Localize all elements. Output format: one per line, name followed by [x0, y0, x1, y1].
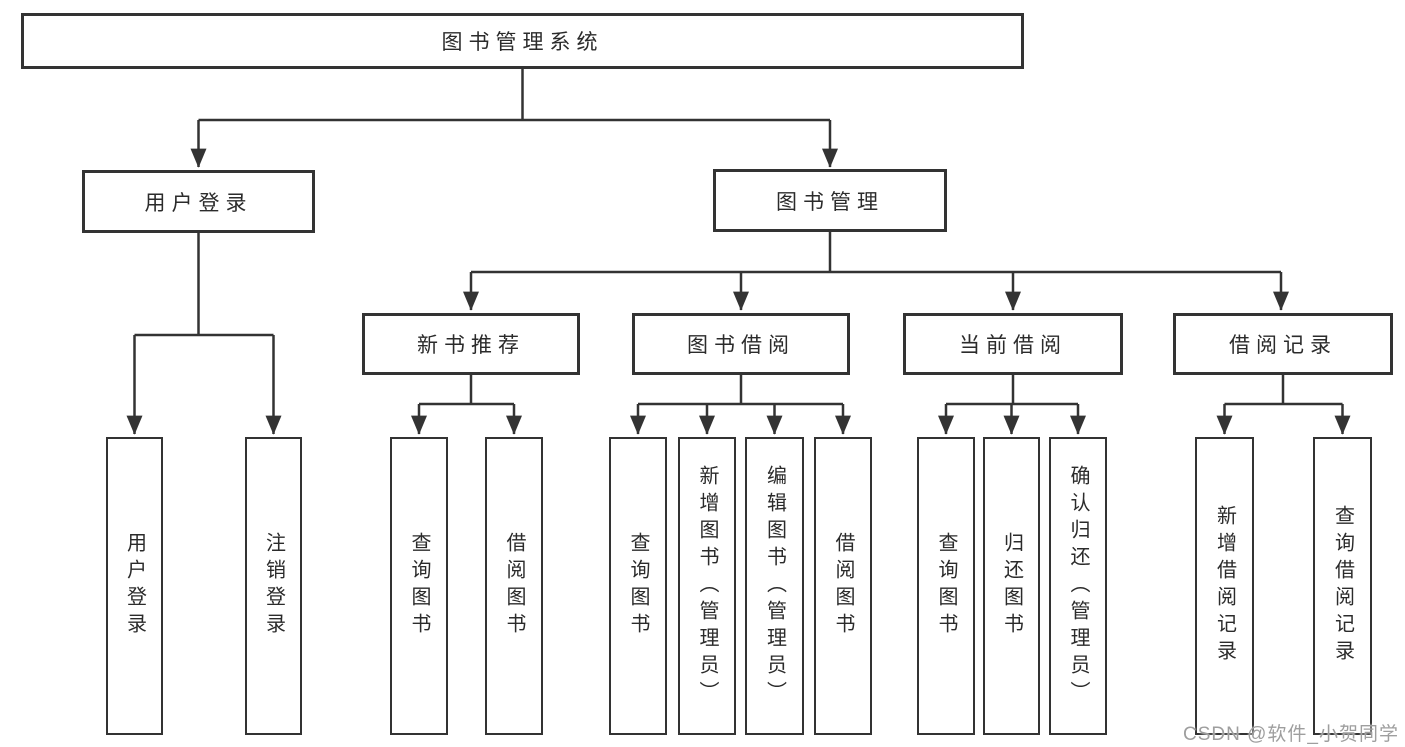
leaf-add-borrow-record: 新增借阅记录: [1195, 437, 1254, 735]
leaf-edit-books-admin: 编辑图书（管理员）: [745, 437, 804, 735]
node-book-borrow: 图书借阅: [632, 313, 850, 375]
leaf-query-books-borrow: 查询图书: [609, 437, 667, 735]
leaf-logout: 注销登录: [245, 437, 302, 735]
leaf-confirm-return-admin: 确认归还（管理员）: [1049, 437, 1107, 735]
node-book-management: 图书管理: [713, 169, 947, 232]
node-user-login: 用户登录: [82, 170, 315, 233]
leaf-query-books-current: 查询图书: [917, 437, 975, 735]
connector-arrowheads: [126, 120, 1351, 435]
leaf-user-login: 用户登录: [106, 437, 163, 735]
leaf-return-books: 归还图书: [983, 437, 1040, 735]
leaf-borrow-books-recommend: 借阅图书: [485, 437, 543, 735]
node-new-book-recommend: 新书推荐: [362, 313, 580, 375]
node-root-system: 图书管理系统: [21, 13, 1024, 69]
leaf-query-books-recommend: 查询图书: [390, 437, 448, 735]
node-current-borrow: 当前借阅: [903, 313, 1123, 375]
leaf-borrow-books: 借阅图书: [814, 437, 872, 735]
leaf-query-borrow-record: 查询借阅记录: [1313, 437, 1372, 735]
leaf-add-books-admin: 新增图书（管理员）: [678, 437, 736, 735]
csdn-watermark: CSDN @软件_小贺同学: [1183, 724, 1399, 745]
node-borrow-records: 借阅记录: [1173, 313, 1393, 375]
